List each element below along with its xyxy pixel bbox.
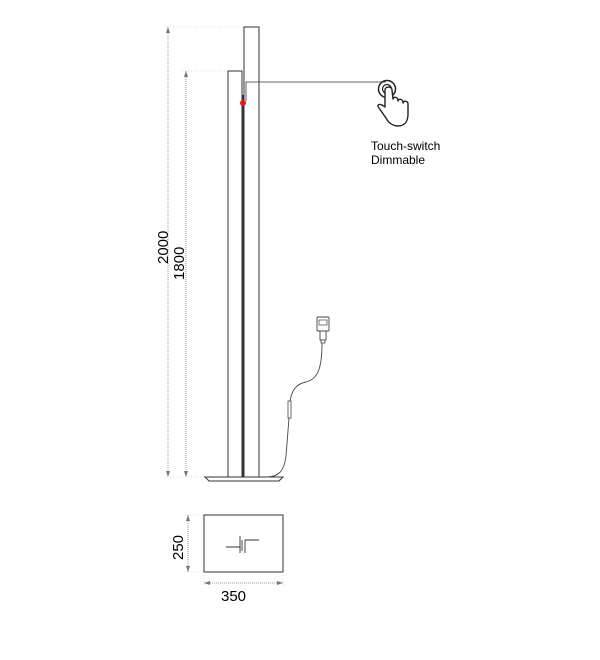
touch-hand-icon [377, 79, 409, 127]
base-plate [203, 476, 285, 482]
power-cable-lower [265, 417, 290, 478]
dimension-height-short [182, 70, 228, 477]
dimension-label-250: 250 [170, 535, 187, 560]
dimension-label-350: 350 [221, 588, 246, 605]
power-adapter-plug [316, 316, 330, 344]
dimension-label-2000: 2000 [155, 231, 172, 264]
dimension-label-1800: 1800 [171, 247, 188, 280]
short-column [227, 70, 243, 478]
callout-dimmable: Dimmable [371, 153, 425, 167]
dimension-base-depth [184, 514, 204, 573]
inline-connector [287, 400, 292, 419]
dimension-height-total [164, 26, 244, 477]
base-plan-view [203, 514, 284, 573]
dimension-base-width [203, 572, 284, 587]
base-plan-column-footprint [226, 536, 259, 553]
touch-switch-leader-line [245, 81, 386, 101]
callout-touch-switch: Touch-switch [371, 139, 440, 153]
power-cable-upper [289, 342, 323, 402]
touch-switch-indicator [240, 100, 246, 106]
